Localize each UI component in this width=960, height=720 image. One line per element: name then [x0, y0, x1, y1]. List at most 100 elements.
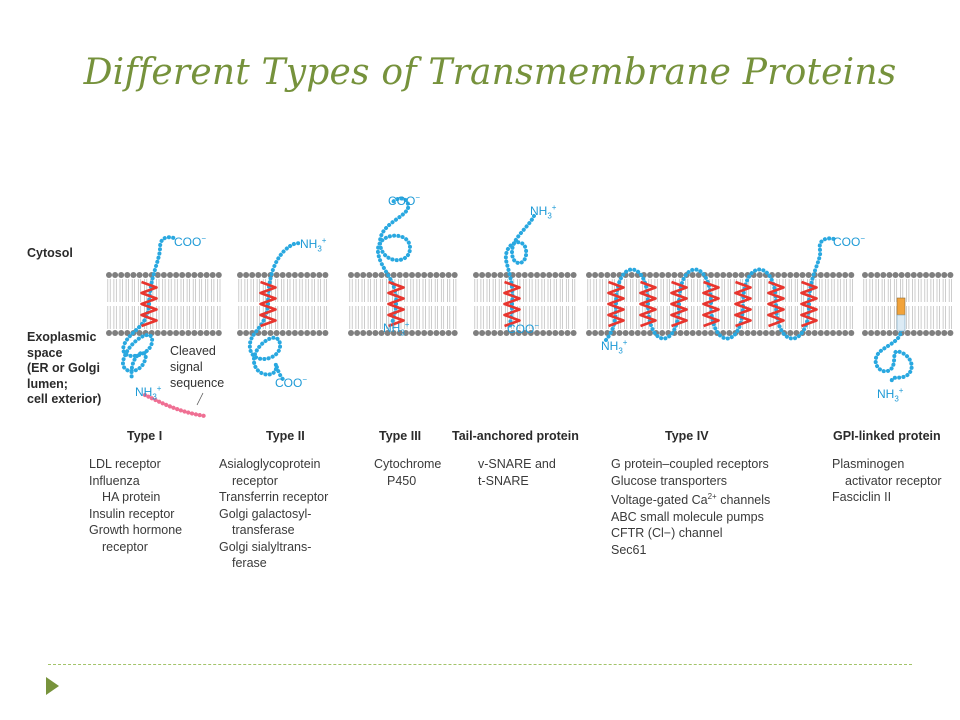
lipid-head	[298, 272, 304, 278]
type-2-helix	[259, 280, 277, 328]
lipid-head	[112, 330, 119, 336]
lipid-tail	[587, 306, 591, 329]
lipid-tail	[942, 279, 946, 302]
lipid-tail	[863, 279, 867, 302]
lipid-tail	[529, 279, 533, 302]
lipid-head	[775, 272, 782, 278]
lipid-head	[892, 272, 899, 278]
lipid-tail	[416, 306, 420, 329]
c-terminus-label: COO−	[833, 234, 866, 249]
lipid-head	[167, 330, 173, 336]
type-4-helix	[639, 280, 657, 328]
lipid-head	[665, 272, 672, 278]
lipid-tail	[819, 306, 823, 329]
lipid-tail	[529, 306, 533, 329]
lipid-tail	[379, 279, 384, 302]
lipid-head	[527, 330, 534, 336]
lipid-head	[310, 330, 317, 336]
lipid-tail	[887, 279, 891, 302]
lipid-tail	[498, 279, 502, 302]
lipid-tail	[875, 279, 879, 302]
lipid-tail	[317, 279, 321, 302]
lipid-tail	[605, 306, 609, 329]
lipid-head	[479, 330, 486, 336]
lipid-tail	[293, 279, 297, 302]
lipid-tail	[599, 306, 603, 329]
example-item: Plasminogen	[832, 457, 905, 471]
lipid-tail	[113, 306, 117, 329]
lipid-head	[799, 272, 806, 278]
example-item: ferase	[232, 556, 267, 570]
lipid-head	[787, 272, 794, 278]
lipid-head	[540, 272, 547, 278]
lipid-head	[237, 272, 243, 278]
lipid-head	[756, 330, 763, 336]
example-item: CFTR (Cl−) channel	[611, 526, 723, 541]
lipid-head	[415, 272, 422, 278]
lipid-tail	[831, 306, 835, 329]
lipid-head	[451, 272, 458, 278]
lipid-tail	[849, 306, 853, 329]
lipid-tail	[660, 279, 664, 302]
lipid-head	[868, 330, 875, 336]
lipid-tail	[752, 306, 756, 329]
c-terminus-label: COO−	[388, 193, 421, 208]
lipid-tail	[113, 279, 117, 302]
lipid-head	[886, 330, 893, 336]
lipid-tail	[186, 306, 190, 329]
lipid-head	[836, 272, 843, 278]
lipid-head	[910, 330, 917, 336]
c-terminus-label: COO−	[507, 321, 540, 336]
lipid-head	[640, 330, 647, 336]
c-terminus-label: COO−	[275, 375, 308, 390]
lipid-head	[677, 272, 684, 278]
lipid-head	[154, 330, 161, 336]
lipid-head	[598, 330, 605, 336]
lipid-head	[372, 272, 379, 278]
lipid-tail	[410, 306, 414, 329]
lipid-tail	[788, 279, 792, 302]
lipid-head	[793, 272, 800, 278]
lipid-head	[378, 330, 385, 336]
lipid-head	[689, 330, 696, 336]
lipid-tail	[404, 279, 408, 302]
lipid-head	[738, 330, 745, 336]
lipid-head	[415, 330, 422, 336]
lipid-tail	[523, 306, 527, 329]
lipid-head	[874, 330, 881, 336]
lipid-tail	[660, 306, 664, 329]
lipid-head	[112, 272, 119, 278]
example-item: transferase	[232, 523, 295, 537]
gpi-linked-heading: GPI-linked protein	[833, 429, 941, 443]
lipid-tail	[535, 306, 539, 329]
lipid-head	[647, 272, 653, 278]
lipid-head	[142, 272, 149, 278]
type-4-helix	[800, 280, 818, 328]
lipid-tail	[605, 279, 609, 302]
example-item: Fasciclin II	[832, 490, 892, 504]
lipid-head	[291, 272, 298, 278]
lipid-tail	[119, 279, 123, 302]
type-4-helix	[734, 280, 752, 328]
example-item: Asialoglycoprotein	[219, 457, 321, 471]
lipid-head	[243, 272, 250, 278]
lipid-head	[118, 272, 125, 278]
lipid-head	[197, 272, 204, 278]
lipid-tail	[428, 306, 432, 329]
lipid-tail	[630, 306, 634, 329]
lipid-tail	[355, 279, 359, 302]
lipid-head	[552, 330, 559, 336]
lipid-tail	[559, 279, 563, 302]
lipid-head	[273, 272, 280, 278]
lipid-head	[421, 272, 428, 278]
footer-divider	[48, 664, 912, 665]
lipid-head	[558, 330, 565, 336]
type-4-helix	[702, 280, 720, 328]
lipid-head	[880, 330, 887, 336]
lipid-head	[267, 330, 274, 336]
lipid-tail	[593, 306, 597, 329]
lipid-head	[738, 272, 745, 278]
lipid-tail	[379, 306, 384, 329]
lipid-tail	[281, 279, 285, 302]
